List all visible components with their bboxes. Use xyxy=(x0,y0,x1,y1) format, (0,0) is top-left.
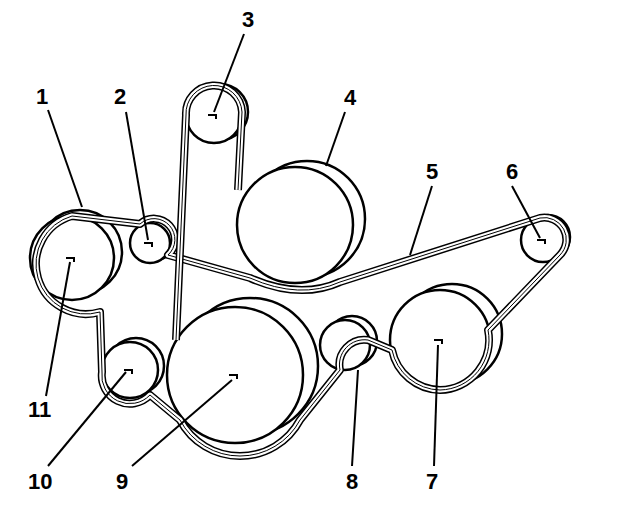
hub-mark xyxy=(144,243,152,247)
pulley xyxy=(130,223,170,263)
callout-number: 11 xyxy=(28,398,51,422)
leader-line xyxy=(126,112,148,240)
drive-belt xyxy=(36,216,566,456)
pulley xyxy=(167,307,303,443)
leader-line xyxy=(48,110,82,207)
drive-belt xyxy=(176,85,242,340)
callout-number: 4 xyxy=(344,86,356,110)
hub-mark xyxy=(229,375,237,379)
callout-number: 5 xyxy=(426,160,438,184)
pulley xyxy=(237,167,353,283)
leader-line xyxy=(512,186,540,238)
hub-mark xyxy=(434,340,442,344)
leader-line xyxy=(214,34,244,112)
leader-line xyxy=(434,345,438,466)
callout-number: 6 xyxy=(506,160,518,184)
leader-line xyxy=(326,112,345,166)
callout-number: 7 xyxy=(426,470,438,494)
callout-number: 2 xyxy=(114,85,126,109)
leader-line xyxy=(48,372,126,466)
leader-line xyxy=(352,370,358,466)
drive-belt xyxy=(36,216,566,456)
hub-mark xyxy=(537,240,545,244)
callout-number: 9 xyxy=(116,470,128,494)
hub-mark xyxy=(208,115,216,119)
drive-belt xyxy=(176,85,242,340)
callout-number: 10 xyxy=(28,470,52,494)
drive-belt xyxy=(36,216,566,456)
callout-number: 8 xyxy=(346,470,358,494)
callout-number: 3 xyxy=(242,8,254,32)
leader-line xyxy=(132,380,232,466)
leader-line xyxy=(46,262,70,396)
hub-mark xyxy=(66,258,74,262)
drive-belt xyxy=(176,85,242,340)
leader-line xyxy=(410,186,432,255)
callout-number: 1 xyxy=(36,85,48,109)
